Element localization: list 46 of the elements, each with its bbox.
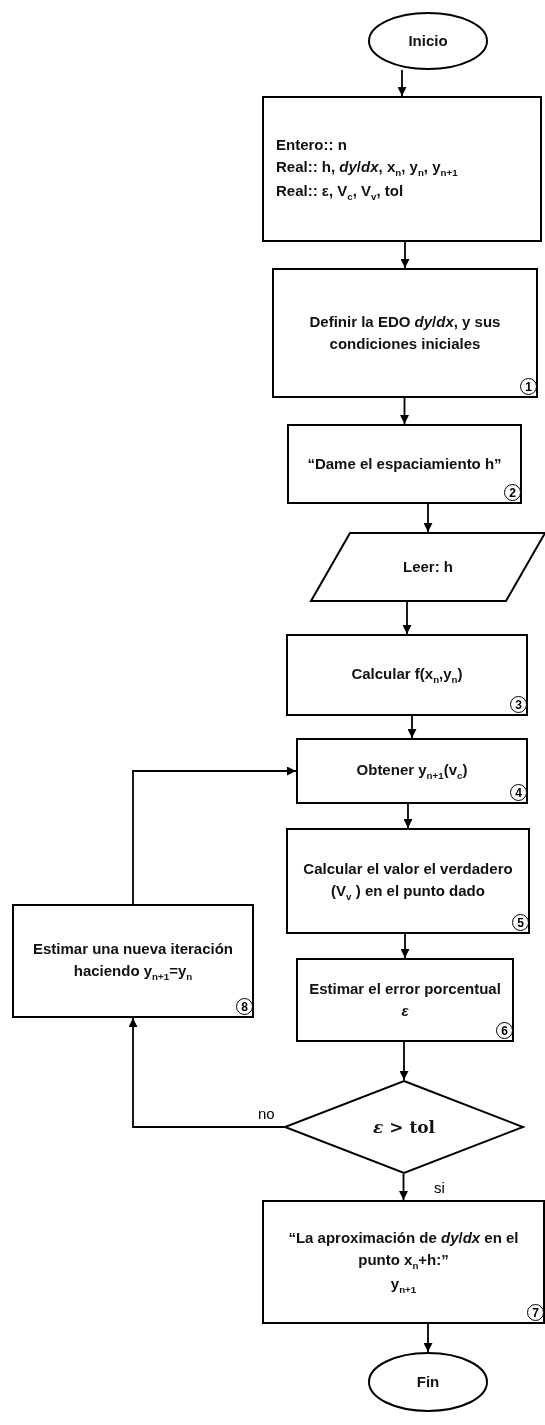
node-text: Real:: h, dy/dx, x$_{n}$, y$_{n}$, y$_{n+1}$ [275, 156, 459, 180]
node-text: Estimar una nueva iteración haciendo y$_{n+1}$=y$_{n}$ [31, 939, 235, 984]
arrow [400, 933, 410, 959]
arrow [400, 397, 409, 425]
process-box [287, 424, 522, 504]
step-number: 6 [496, 1022, 513, 1039]
process-box [286, 828, 530, 934]
process-box [296, 738, 528, 804]
process-box [286, 634, 528, 716]
node-text: Fin [415, 1372, 441, 1393]
node-text: Calcular f(x$_{n}$,y$_{n}$) [350, 663, 464, 687]
node-text: ε > tol [371, 1115, 437, 1139]
node-text: Inicio [407, 31, 449, 52]
node-text: y$_{n+1}$ [389, 1273, 418, 1297]
node-text: “La aproximación de dy/dx en el punto x$_{n}$+h:” [287, 1228, 520, 1273]
arrow [397, 69, 407, 97]
process-box [296, 958, 514, 1042]
step-number: 3 [510, 696, 527, 713]
node-text: “Dame el espaciamiento h” [306, 454, 503, 475]
arrow [128, 1017, 285, 1128]
step-number: 1 [520, 378, 537, 395]
process-box [262, 1200, 545, 1324]
node-text: Definir la EDO dy/dx, y sus condiciones iniciales [308, 312, 502, 354]
node-text: Real:: ε, V$_{c}$, V$_{v}$, tol [275, 180, 405, 204]
node-text: Estimar el error porcentual ε [308, 979, 502, 1021]
step-number: 8 [236, 998, 253, 1015]
node-text: Entero:: n [275, 135, 348, 155]
arrow [402, 601, 412, 635]
arrow [403, 803, 413, 829]
step-number: 4 [510, 784, 527, 801]
step-number: 5 [512, 914, 529, 931]
node-text: Obtener y$_{n+1}$(v$_{c}$) [355, 759, 469, 783]
arrow [423, 1323, 433, 1353]
arrow [399, 1041, 409, 1081]
process-box [12, 904, 254, 1018]
arrow [407, 715, 417, 739]
arrow [423, 503, 433, 533]
arrow [400, 241, 410, 269]
process-box [272, 268, 538, 398]
process-box [262, 96, 542, 242]
node-text: Leer: h [402, 557, 454, 578]
node-text: Calcular el valor el verdadero (V$_{v}$ ) en el punto dado [302, 859, 514, 904]
step-number: 7 [527, 1304, 544, 1321]
arrow [399, 1173, 408, 1201]
step-number: 2 [504, 484, 521, 501]
arrow [132, 766, 297, 905]
